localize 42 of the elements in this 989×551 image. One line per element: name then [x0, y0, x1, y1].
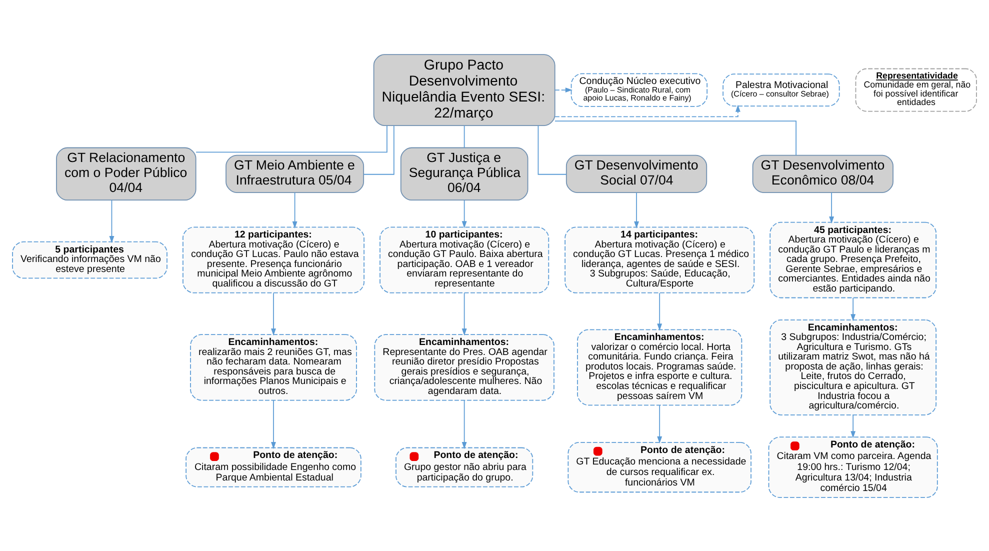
arrow [829, 192, 834, 224]
node-box: 10 participantes: Abertura motivação (Cícero) e condução GT Paulo. Baixa abertura participação. OAB e 1 vereador enviaram representante do representante [380, 226, 550, 293]
connector [464, 124, 465, 148]
arrow [850, 296, 856, 321]
arrow [109, 199, 114, 243]
node-box: Encaminhamentos: 3 Subgrupos: Industria/Comércio; Agricultura e Turismo. GTs utilizaram matriz Swot, mas não há proposta de ação, linhas gerais: Leite, frutos do Cerrado, piscicultura e apicultura. GT Industria focou a agricultura/comércio. [770, 319, 937, 415]
connector [538, 124, 567, 174]
node-box: 14 participantes: Abertura motivação (Cícero) e condução GT Lucas. Presença 1 médico liderança, agentes de saúde e SESI. 3 Subgrupos: Saúde, Educação, Cultura/Esporte [564, 226, 755, 293]
arrow [657, 404, 662, 444]
node-box: Palestra Motivacional (Cícero – consultor Sebrae) [722, 73, 840, 106]
node-box: Ponto de atenção: Grupo gestor não abriu para participação do grupo. [396, 446, 534, 487]
arrow [554, 104, 740, 117]
node-box: GT Desenvolvimento Econômico 08/04 [752, 154, 894, 193]
node-box: Encaminhamentos: valorizar o comércio local. Horta comunitária. Fundo criança. Feira produtos locais. Programas saúde. Projetos e infra esporte e cultura. escolas técnicas e requalificar pessoas saírem VM [577, 328, 742, 406]
arrow [462, 292, 467, 336]
node-box: Representatividade Comunidade em geral, não foi possível identificar entidades [855, 68, 977, 112]
arrow [634, 192, 639, 228]
arrow [292, 192, 298, 228]
arrow [657, 292, 662, 330]
node-box: 12 participantes: Abertura motivação (Cícero) e condução GT Lucas. Paulo não estava presente. Presença funcionário municipal Meio Ambiente agrônomo qualificou a discussão do GT [182, 226, 364, 293]
node-box: GT Justiça e Segurança Pública 06/04 [400, 146, 528, 200]
node-box: GT Desenvolvimento Social 07/04 [566, 154, 708, 193]
node-box: Ponto de atenção: Citaram VM como parceira. Agenda 19:00 hrs.: Turismo 12/04; Agricultura 13/04; Industria comércio 15/04 [768, 436, 938, 498]
arrow [554, 87, 572, 92]
connector [363, 124, 394, 174]
node-box: Encaminhamentos: realizarão mais 2 reuniões GT, mas não fecharam data. Nomearam responsáveis para busca de informações Planos Municipais e outros. [190, 334, 357, 400]
connector [196, 124, 388, 152]
connector [554, 120, 796, 156]
node-box: Ponto de atenção: Citaram possibilidade Engenho como Parque Ambiental Estadual [186, 446, 362, 487]
node-box: Ponto de atenção: GT Educação menciona a necessidade de cursos requalificar ex. funcionários VM [568, 441, 752, 492]
node-box: Encaminhamentos: Representante do Pres. OAB agendar reunião diretor presídio Propostas gerais presídios e segurança, criança/adolescente mulheres. Não agendaram data. [374, 334, 554, 400]
node-box: 45 participantes: Abertura motivação (Cícero) e condução GT Paulo e lideranças m cada grupo. Presença Prefeito, Gerente Sebrae, empresários e comerciantes. Entidades ainda não estão participando. [770, 221, 937, 298]
arrow [850, 414, 856, 438]
node-box: GT Relacionamento com o Poder Público 04/04 [56, 146, 196, 200]
arrow [462, 399, 467, 449]
node-box: GT Meio Ambiente e Infraestrutura 05/04 [226, 154, 364, 193]
node-box: Grupo Pacto Desenvolvimento Niquelândia Evento SESI: 22/março [373, 54, 556, 126]
arrow [271, 292, 276, 336]
node-box: 5 participantes Verificando informações VM não esteve presente [12, 240, 168, 278]
arrow [271, 399, 276, 449]
arrow [462, 199, 467, 228]
node-box: Condução Núcleo executivo (Paulo – Sindicato Rural, com apoio Lucas, Ronaldo e Fainy) [570, 72, 708, 106]
